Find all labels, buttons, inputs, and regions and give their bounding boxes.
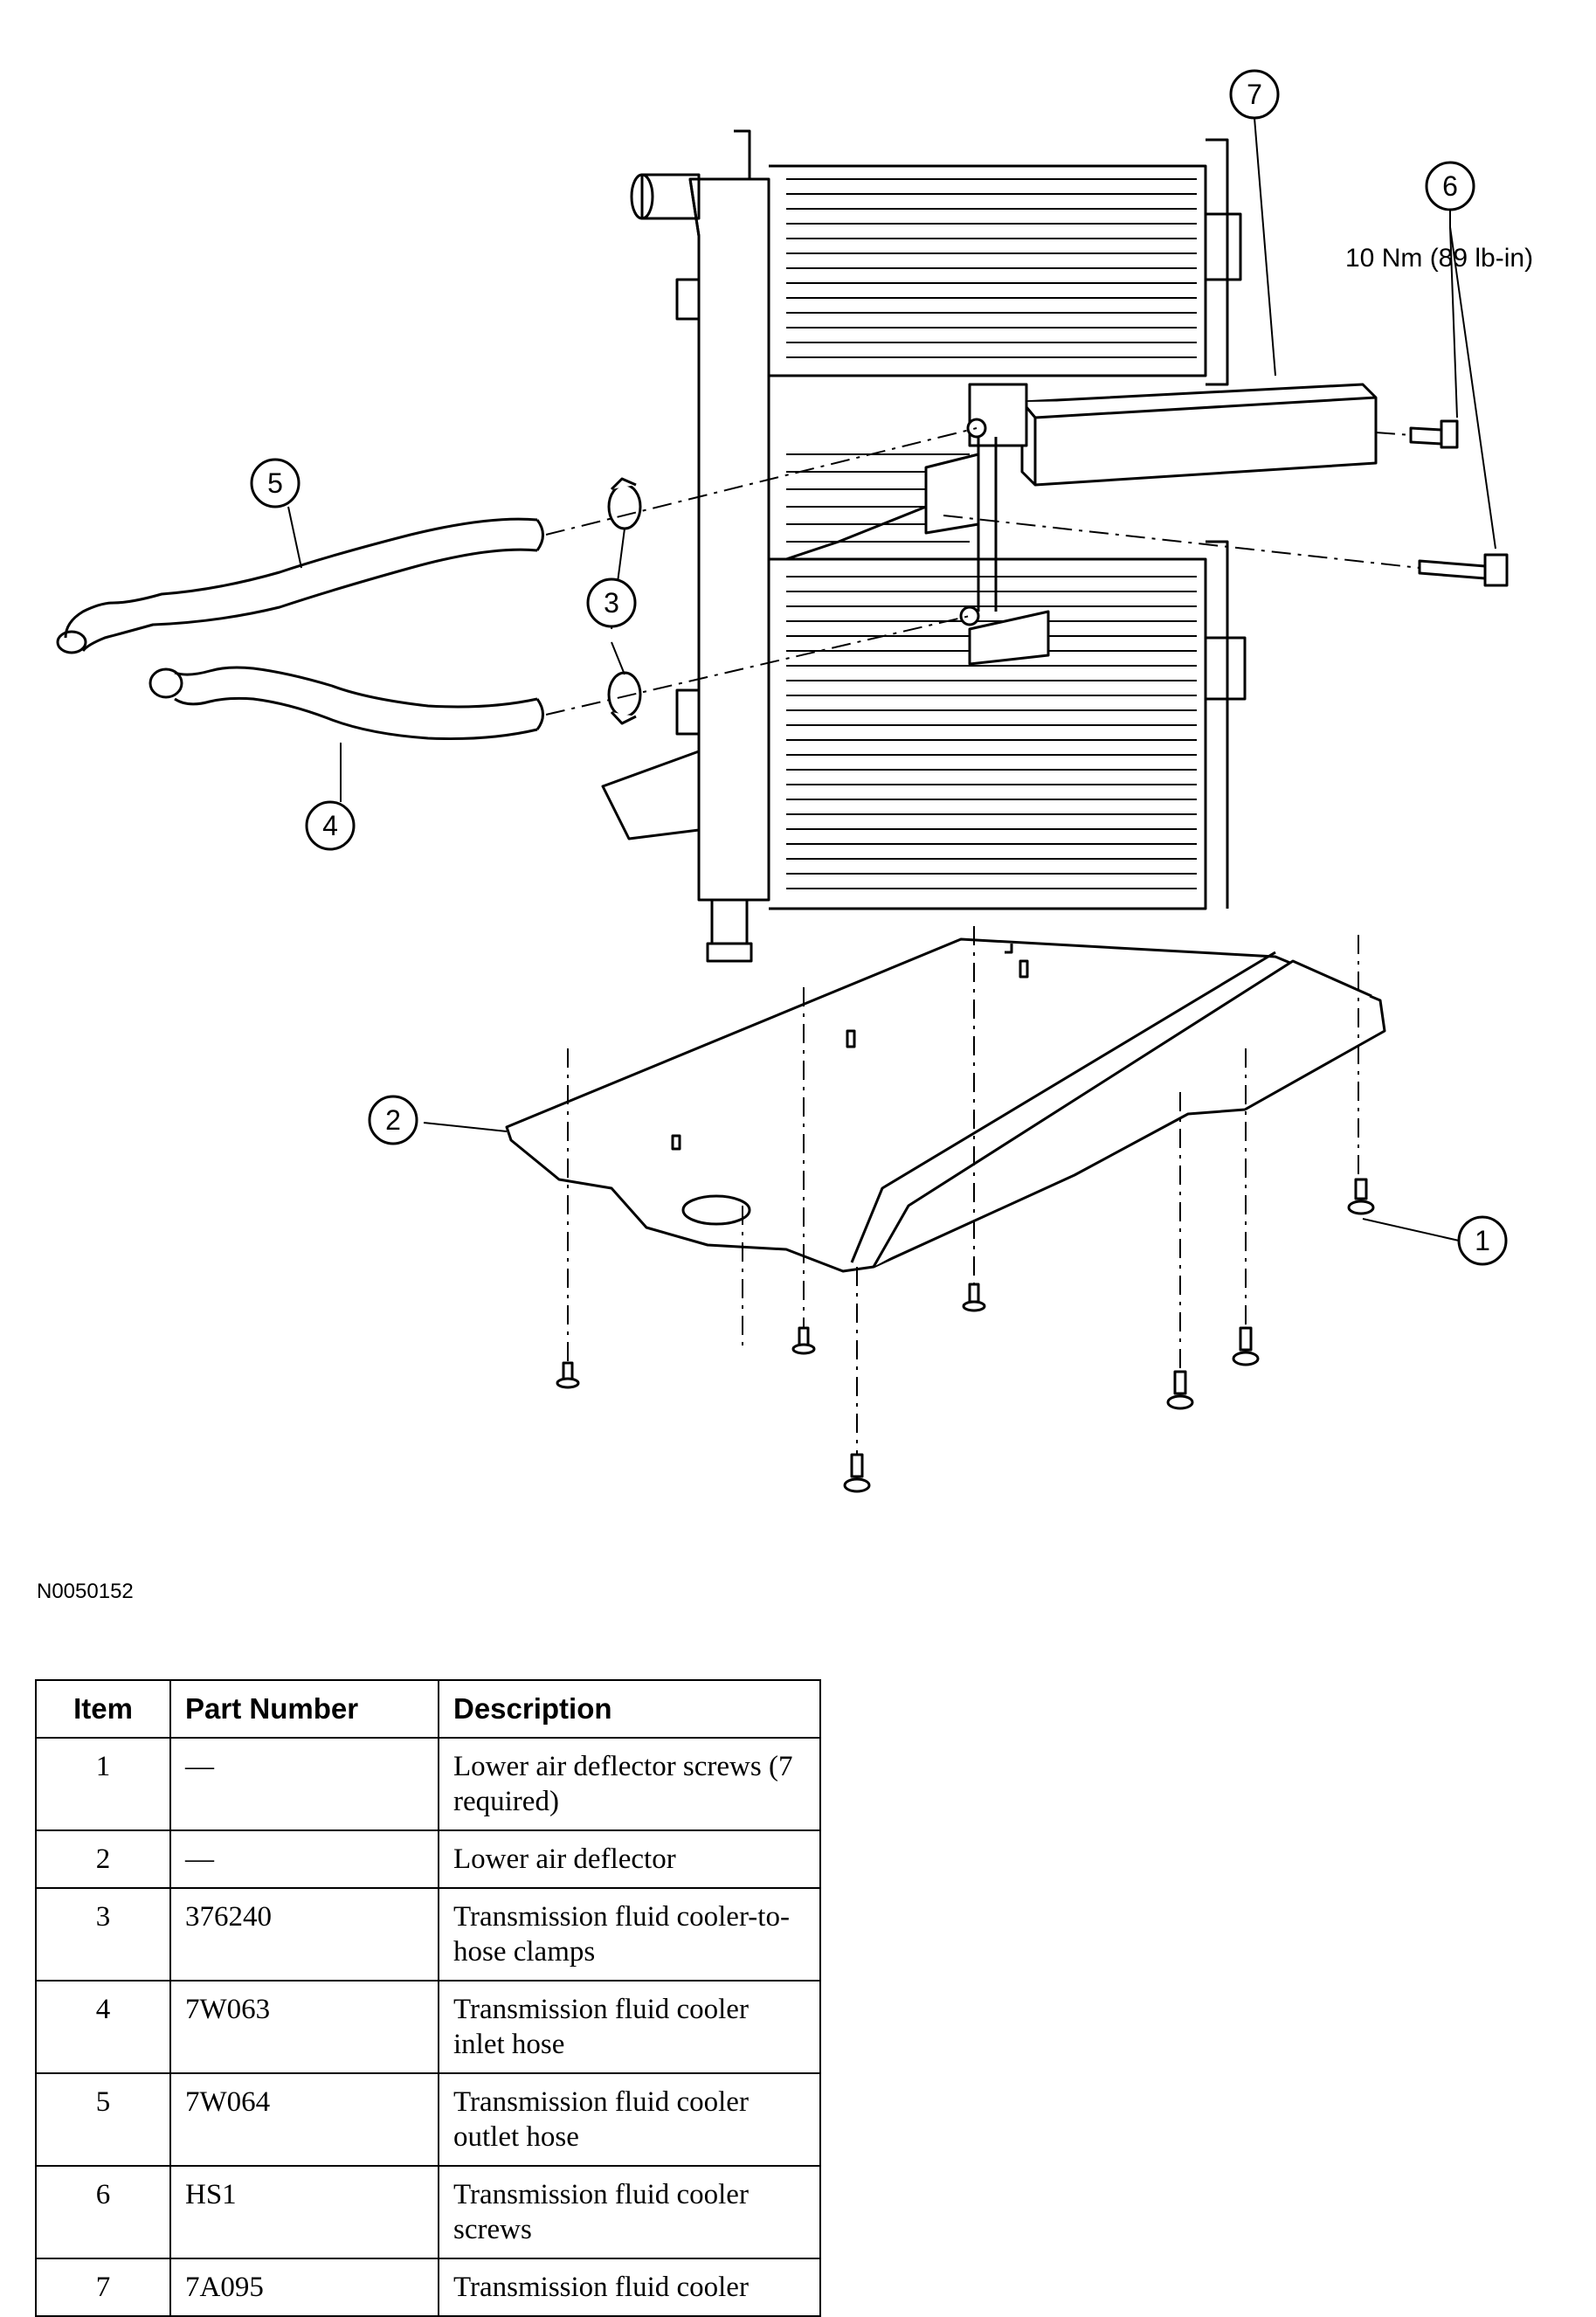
cell-description: Transmission fluid cooler — [438, 2258, 821, 2317]
cell-part-number: — — [169, 1829, 439, 1889]
lower-air-deflector — [505, 937, 1386, 1273]
cooler-outlet-hose — [56, 517, 544, 654]
cell-description: Transmission fluid cooler screws — [438, 2165, 821, 2259]
cell-item: 3 — [35, 1887, 171, 1982]
svg-text:2: 2 — [385, 1104, 401, 1136]
svg-text:6: 6 — [1442, 170, 1458, 202]
cell-part-number: 7W063 — [169, 1980, 439, 2074]
header-item: Item — [35, 1679, 171, 1739]
torque-spec-label: 10 Nm (89 lb-in) — [1345, 244, 1533, 273]
header-description: Description — [438, 1679, 821, 1739]
cell-part-number: 7A095 — [169, 2258, 439, 2317]
cell-description: Lower air deflector — [438, 1829, 821, 1889]
table-row: 6 HS1 Transmission fluid cooler screws — [35, 2165, 821, 2259]
svg-text:1: 1 — [1475, 1225, 1490, 1256]
alignment-centerlines — [545, 427, 1420, 1455]
cooler-inlet-hose — [149, 666, 544, 741]
cell-part-number: — — [169, 1737, 439, 1831]
callout-7: 7 — [1229, 69, 1280, 120]
cell-item: 4 — [35, 1980, 171, 2074]
table-row: 2 — Lower air deflector — [35, 1829, 821, 1889]
parts-table: Item Part Number Description 1 — Lower a… — [35, 1679, 821, 2317]
callout-leaders — [287, 117, 1496, 1241]
figure-id: N0050152 — [37, 1580, 134, 1603]
callout-4: 4 — [305, 800, 356, 851]
table-row: 1 — Lower air deflector screws (7 requir… — [35, 1737, 821, 1831]
svg-text:7: 7 — [1247, 79, 1262, 110]
cell-item: 2 — [35, 1829, 171, 1889]
table-row: 5 7W064 Transmission fluid cooler outlet… — [35, 2072, 821, 2167]
svg-text:5: 5 — [267, 467, 283, 499]
svg-text:3: 3 — [604, 587, 619, 619]
cell-item: 7 — [35, 2258, 171, 2317]
exploded-view-diagram: 7 6 10 Nm (89 lb-in) 5 3 4 2 1 — [56, 69, 1533, 1493]
callout-2: 2 — [368, 1095, 418, 1145]
callout-6: 6 — [1425, 161, 1475, 211]
cell-description: Transmission fluid cooler outlet hose — [438, 2072, 821, 2167]
cell-description: Transmission fluid cooler-to-hose clamps — [438, 1887, 821, 1982]
cell-part-number: 7W064 — [169, 2072, 439, 2167]
cell-item: 5 — [35, 2072, 171, 2167]
cell-item: 6 — [35, 2165, 171, 2259]
callout-1: 1 — [1457, 1215, 1508, 1266]
cell-part-number: 376240 — [169, 1887, 439, 1982]
cooler-screws — [1409, 419, 1509, 587]
svg-text:4: 4 — [322, 810, 338, 841]
cell-description: Transmission fluid cooler inlet hose — [438, 1980, 821, 2074]
table-row: 7 7A095 Transmission fluid cooler — [35, 2258, 821, 2317]
radiator-assembly — [601, 129, 1247, 963]
callout-3: 3 — [586, 578, 637, 628]
header-part-number: Part Number — [169, 1679, 439, 1739]
cell-part-number: HS1 — [169, 2165, 439, 2259]
deflector-screws — [556, 1178, 1375, 1493]
table-row: 3 376240 Transmission fluid cooler-to-ho… — [35, 1887, 821, 1982]
callout-5: 5 — [250, 458, 301, 508]
transmission-fluid-cooler — [785, 383, 1378, 666]
cell-description: Lower air deflector screws (7 required) — [438, 1737, 821, 1831]
table-row: 4 7W063 Transmission fluid cooler inlet … — [35, 1980, 821, 2074]
table-header-row: Item Part Number Description — [35, 1679, 821, 1739]
cell-item: 1 — [35, 1737, 171, 1831]
